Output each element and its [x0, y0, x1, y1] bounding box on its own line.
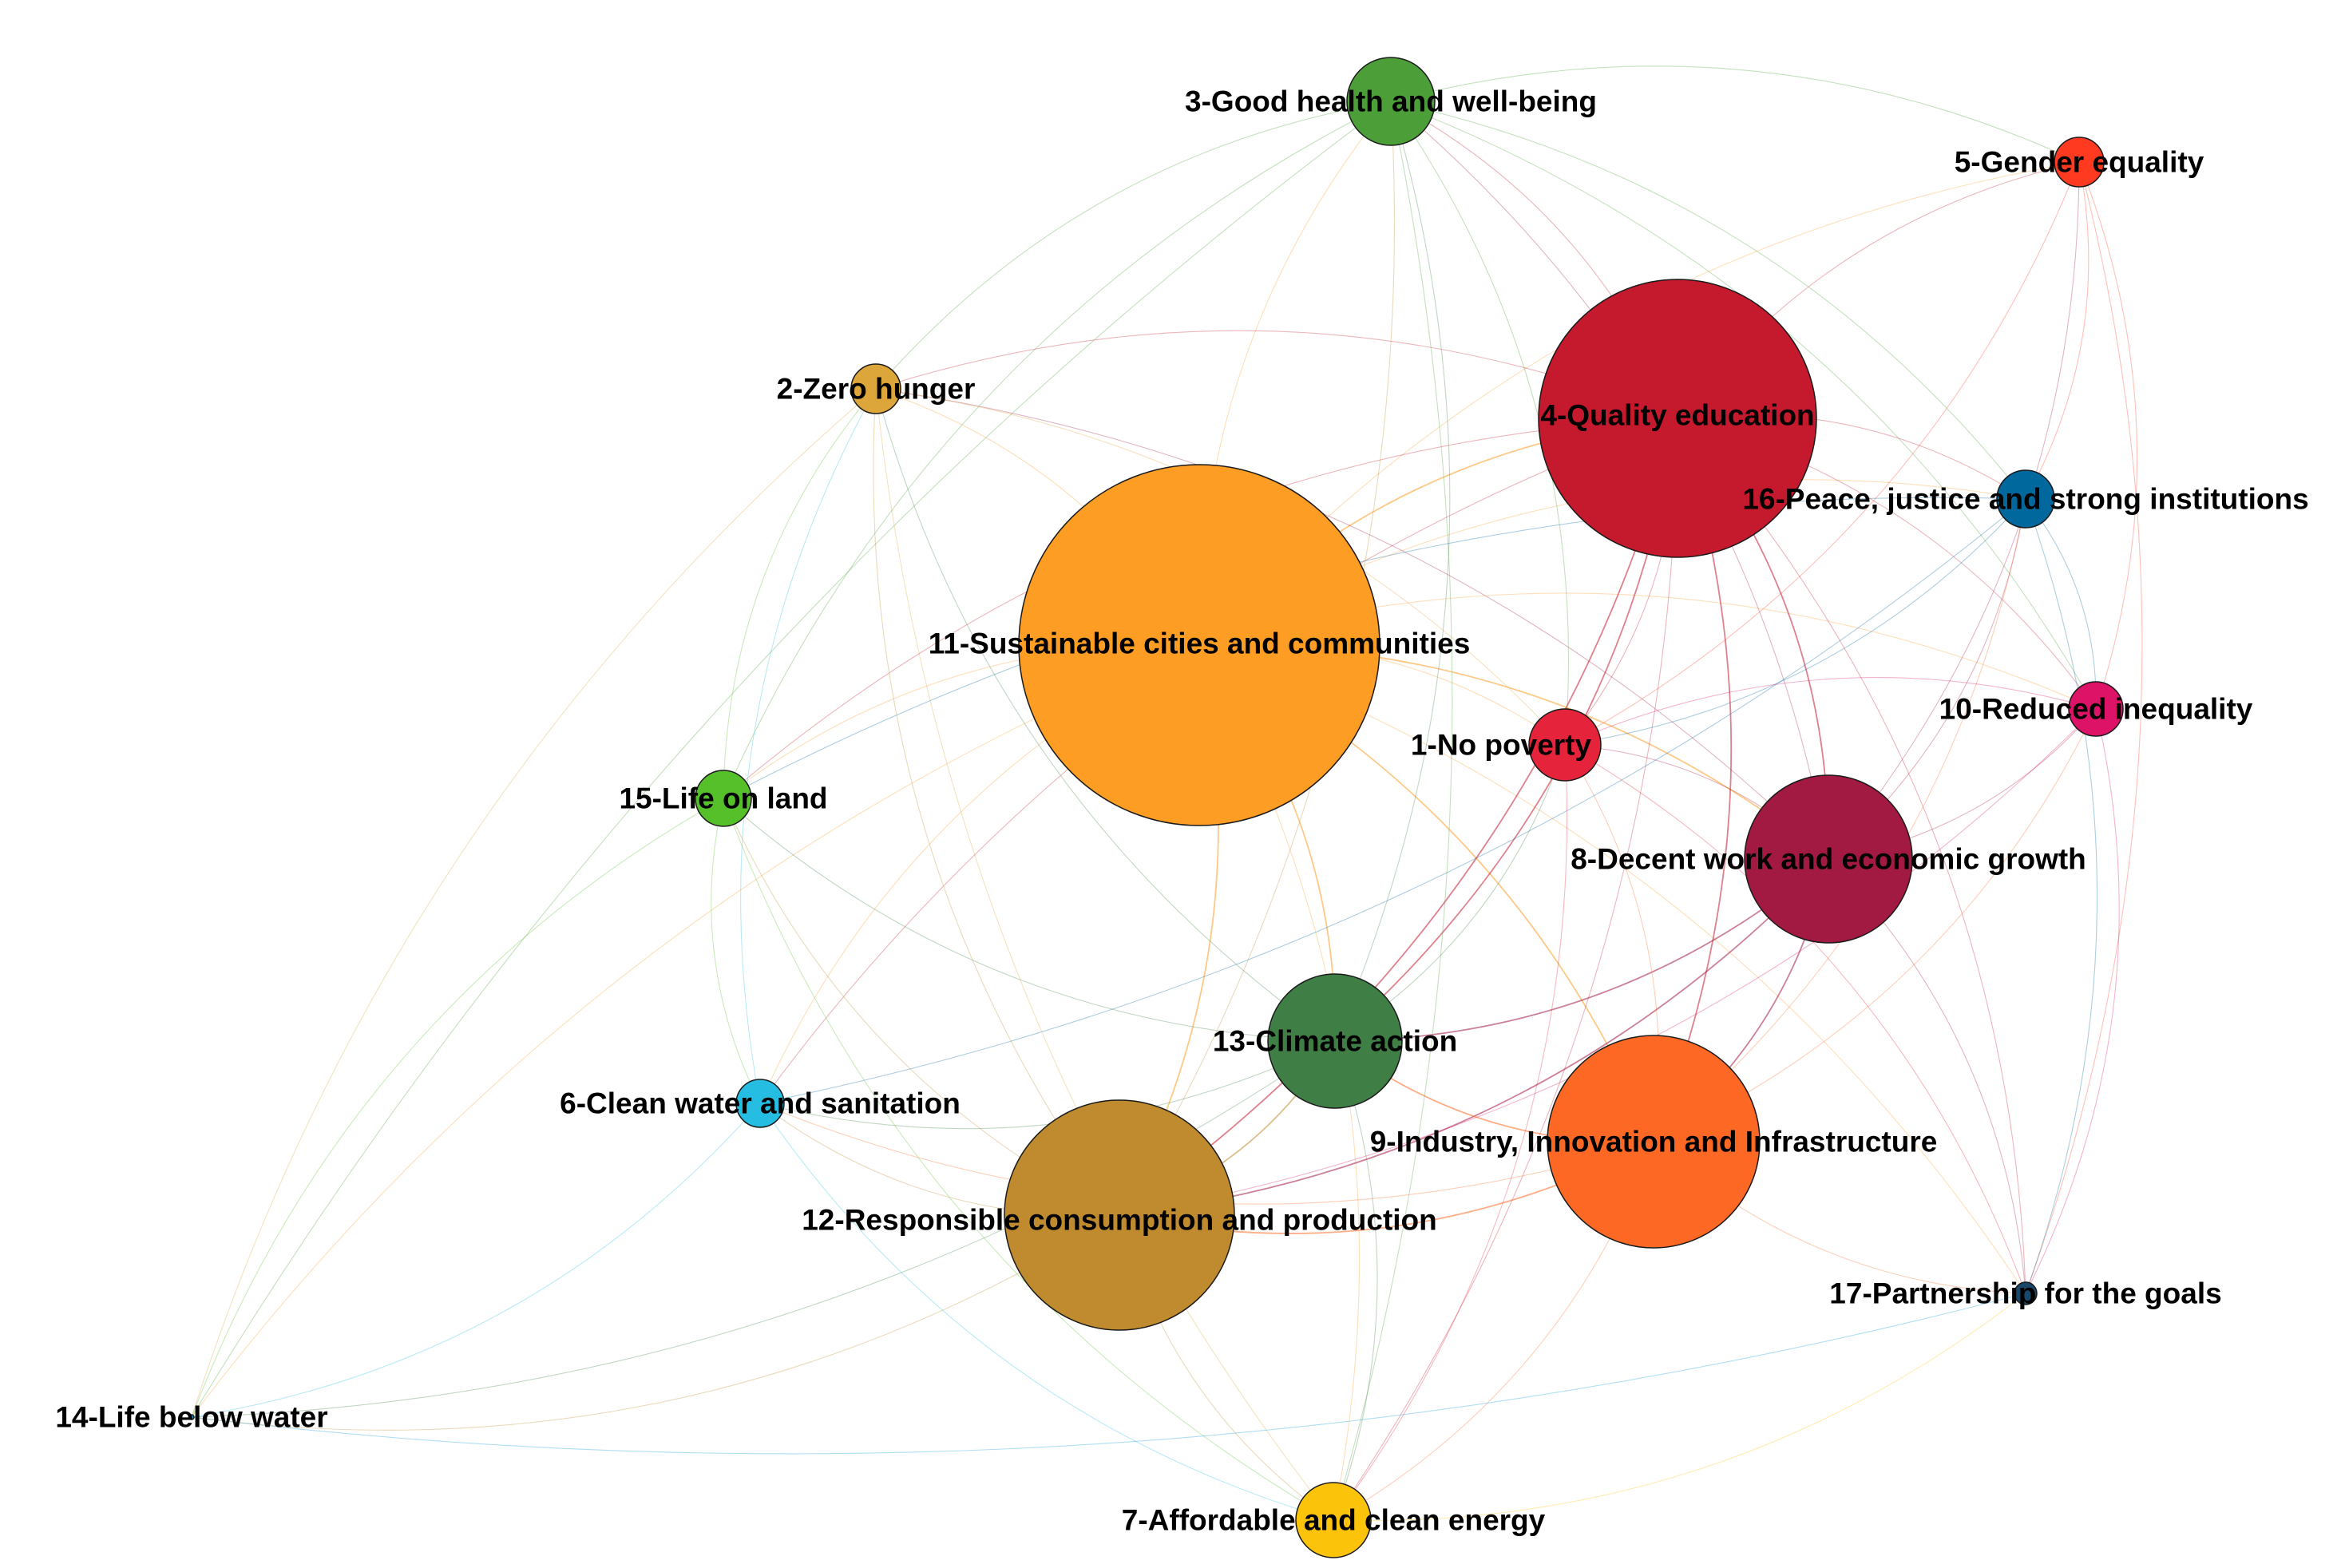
- edge-n15-n6: [711, 798, 761, 1104]
- node-label-n11: 11-Sustainable cities and communities: [929, 628, 1471, 660]
- node-n14[interactable]: [188, 1414, 195, 1420]
- node-n7[interactable]: [1295, 1482, 1372, 1558]
- edge-n6-n7: [759, 1103, 1334, 1521]
- node-label-n6: 6-Clean water and sanitation: [560, 1087, 961, 1120]
- node-label-n7: 7-Affordable and clean energy: [1122, 1504, 1546, 1537]
- node-n15[interactable]: [695, 770, 752, 827]
- node-n12[interactable]: [1004, 1099, 1235, 1331]
- edge-n13-n7: [1333, 1040, 1378, 1521]
- edge-n16-n6: [759, 498, 2026, 1104]
- edge-n1-n17: [1564, 744, 2026, 1294]
- edge-n15-n14: [191, 798, 724, 1418]
- edge-n13-n2: [875, 388, 1336, 1042]
- node-n2[interactable]: [850, 363, 901, 414]
- node-n16[interactable]: [1996, 469, 2055, 529]
- node-n13[interactable]: [1267, 973, 1403, 1109]
- node-label-n1: 1-No poverty: [1411, 729, 1592, 762]
- node-n11[interactable]: [1018, 464, 1380, 826]
- node-label-n5: 5-Gender equality: [1955, 146, 2204, 179]
- edge-n2-n14: [191, 388, 877, 1418]
- edge-n5-n17: [2025, 161, 2143, 1294]
- edge-n13-n3: [1334, 101, 1451, 1042]
- edge-n13-n15: [723, 798, 1336, 1042]
- edge-n3-n7: [1333, 101, 1453, 1521]
- edge-n16-n10: [2025, 498, 2097, 710]
- label-layer: 1-No poverty 2-Zero hunger 3-Good health a…: [55, 85, 2308, 1537]
- edge-n3-n1: [1390, 101, 1570, 746]
- node-label-n13: 13-Climate action: [1213, 1025, 1457, 1058]
- node-n1[interactable]: [1528, 708, 1602, 782]
- node-n6[interactable]: [735, 1079, 785, 1128]
- node-label-n14: 14-Life below water: [55, 1401, 327, 1434]
- node-label-n4: 4-Quality education: [1540, 399, 1814, 432]
- edge-n12-n2: [873, 388, 1120, 1216]
- node-label-n17: 17-Partnership for the goals: [1829, 1277, 2221, 1310]
- edge-n7-n17: [1333, 1293, 2026, 1522]
- edge-n4-n12: [1119, 418, 1678, 1216]
- edge-n8-n12: [1119, 858, 1829, 1216]
- node-label-n3: 3-Good health and well-being: [1185, 85, 1597, 118]
- edge-n5-n1: [1564, 161, 2080, 746]
- node-n8[interactable]: [1744, 774, 1913, 944]
- node-layer: [188, 57, 2124, 1558]
- edge-n15-n2: [723, 388, 877, 799]
- edge-n4-n17: [1677, 418, 2026, 1294]
- edge-n4-n7: [1333, 418, 1678, 1521]
- node-n9[interactable]: [1547, 1035, 1761, 1249]
- edge-n11-n14: [191, 644, 1200, 1418]
- edge-n1-n7: [1333, 744, 1568, 1521]
- node-label-n10: 10-Reduced inequality: [1939, 693, 2253, 726]
- edge-n14-n17: [191, 1293, 2026, 1455]
- edge-n5-n16: [2025, 161, 2090, 500]
- edge-n8-n2: [875, 388, 1829, 860]
- node-n3[interactable]: [1346, 57, 1436, 146]
- node-n17[interactable]: [2014, 1281, 2038, 1305]
- node-n4[interactable]: [1538, 279, 1817, 558]
- node-label-n2: 2-Zero hunger: [777, 373, 976, 406]
- edge-n3-n5: [1390, 65, 2080, 163]
- node-n10[interactable]: [2068, 681, 2124, 737]
- node-label-n8: 8-Decent work and economic growth: [1571, 843, 2086, 876]
- edge-n10-n1: [1564, 676, 2097, 746]
- node-label-n16: 16-Peace, justice and strong institution…: [1742, 483, 2308, 516]
- node-label-n12: 12-Responsible consumption and productio…: [802, 1204, 1437, 1237]
- node-label-n15: 15-Life on land: [619, 782, 827, 815]
- edge-n16-n1: [1564, 498, 2026, 746]
- edge-n6-n2: [740, 388, 877, 1104]
- edge-n2-n7: [875, 388, 1334, 1521]
- edge-n16-n17: [2025, 498, 2098, 1294]
- edge-n3-n16: [1390, 101, 2026, 500]
- edge-n8-n5: [1828, 161, 2080, 860]
- edge-n3-n2: [875, 101, 1392, 390]
- edge-n3-n15: [723, 101, 1392, 799]
- edge-n3-n14: [191, 101, 1392, 1418]
- edge-n6-n14: [191, 1103, 761, 1418]
- edge-n12-n14: [191, 1214, 1120, 1431]
- node-label-n9: 9-Industry, Innovation and Infrastructur…: [1370, 1126, 1938, 1158]
- edge-n5-n10: [2078, 161, 2138, 710]
- edge-n15-n7: [723, 798, 1334, 1521]
- node-n5[interactable]: [2054, 137, 2105, 188]
- edge-n3-n10: [1390, 101, 2097, 710]
- edge-n10-n17: [2025, 708, 2120, 1294]
